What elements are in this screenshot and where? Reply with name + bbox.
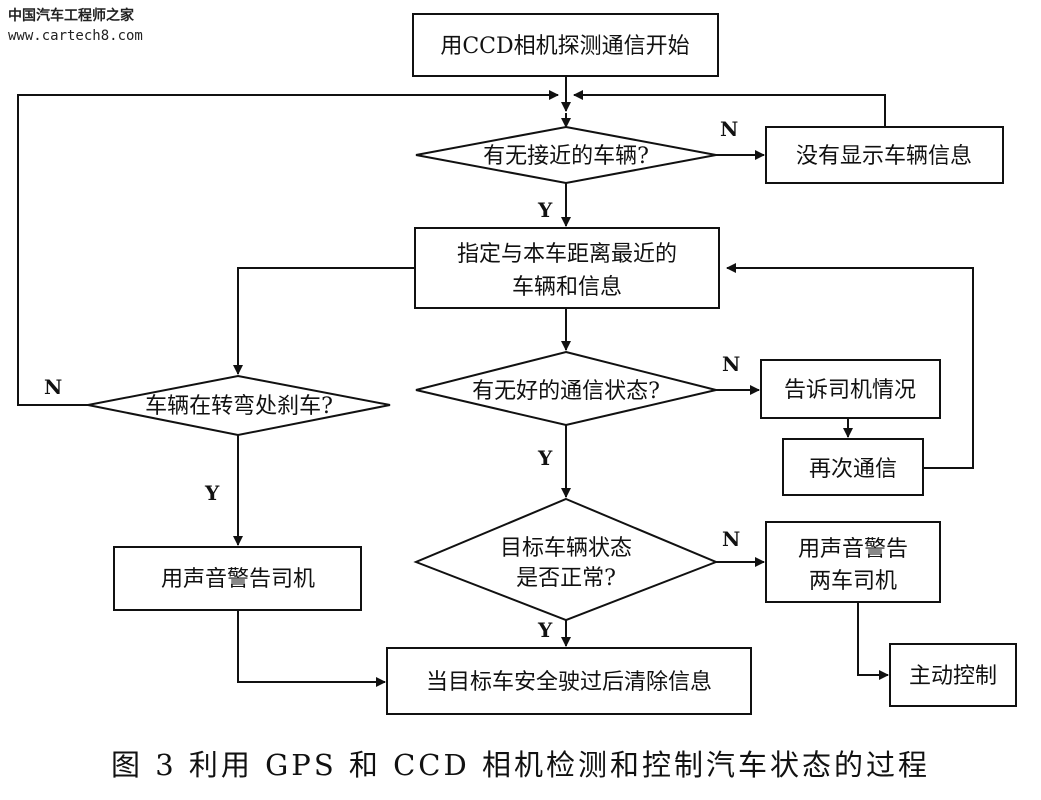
decision-near-vehicle: 有无接近的车辆? — [415, 125, 717, 185]
decision-comm-label: 有无好的通信状态? — [472, 379, 660, 404]
decision-near-vehicle-label: 有无接近的车辆? — [483, 144, 649, 169]
connectors — [17, 76, 974, 687]
edge-noinfo-loop — [573, 90, 886, 127]
node-retry-comm: 再次通信 — [782, 438, 924, 496]
label-no-brake: N — [44, 375, 62, 399]
node-select-vehicle-line1: 指定与本车距离最近的 — [457, 242, 677, 267]
label-yes-q3: Y — [537, 618, 553, 642]
figure-caption: 图 3 利用 GPS 和 CCD 相机检测和控制汽车状态的过程 — [111, 748, 930, 782]
node-active-control: 主动控制 — [889, 643, 1017, 707]
label-yes-q1: Y — [537, 198, 553, 222]
decision-status-line2: 是否正常? — [516, 566, 616, 591]
node-warn-both-line2: 两车司机 — [809, 569, 897, 594]
decision-comm: 有无好的通信状态? — [415, 350, 717, 427]
label-no-q3: N — [722, 527, 740, 551]
watermark-url: www.cartech8.com — [8, 28, 143, 44]
node-start-label: 用CCD相机探测通信开始 — [440, 34, 689, 59]
node-tell-driver: 告诉司机情况 — [760, 359, 941, 419]
node-warn-both: 用声音警告 两车司机 — [765, 521, 941, 603]
edge-warn-to-clear — [237, 610, 386, 687]
edge-warnboth-to-control — [857, 602, 889, 680]
label-yes-brake: Y — [204, 481, 220, 505]
label-no-q1: N — [720, 117, 738, 141]
node-retry-comm-label: 再次通信 — [809, 457, 897, 482]
label-no-q2: N — [722, 352, 740, 376]
flowchart: N Y N Y N Y N Y 用CCD相机探测通信开始 有无接近的车辆? 没有… — [17, 13, 1017, 715]
edge-brake-no — [17, 90, 559, 406]
node-select-vehicle-line2: 车辆和信息 — [512, 275, 622, 300]
node-no-info: 没有显示车辆信息 — [765, 126, 1004, 184]
label-yes-q2: Y — [537, 446, 553, 470]
node-start: 用CCD相机探测通信开始 — [412, 13, 719, 77]
node-active-control-label: 主动控制 — [909, 664, 997, 689]
node-clear-info-label: 当目标车安全驶过后清除信息 — [426, 670, 712, 695]
node-warn-driver-label: 用声音警告司机 — [161, 567, 315, 592]
decision-status-line1: 目标车辆状态 — [500, 536, 632, 561]
decision-braking-label: 车辆在转弯处刹车? — [145, 394, 333, 419]
node-no-info-label: 没有显示车辆信息 — [796, 144, 972, 169]
decision-braking: 车辆在转弯处刹车? — [87, 374, 391, 437]
node-warn-driver: 用声音警告司机 — [113, 546, 362, 611]
watermark-brand: 中国汽车工程师之家 — [8, 8, 134, 24]
node-tell-driver-label: 告诉司机情况 — [784, 378, 916, 403]
node-select-vehicle: 指定与本车距离最近的 车辆和信息 — [414, 227, 720, 309]
edge-retry-loop — [726, 263, 974, 469]
node-warn-both-line1: 用声音警告 — [798, 537, 908, 562]
node-clear-info: 当目标车安全驶过后清除信息 — [386, 647, 752, 715]
decision-status: 目标车辆状态 是否正常? — [413, 497, 719, 622]
edge-select-to-brake — [233, 267, 415, 375]
watermark: 中国汽车工程师之家 www.cartech8.com — [8, 6, 143, 46]
